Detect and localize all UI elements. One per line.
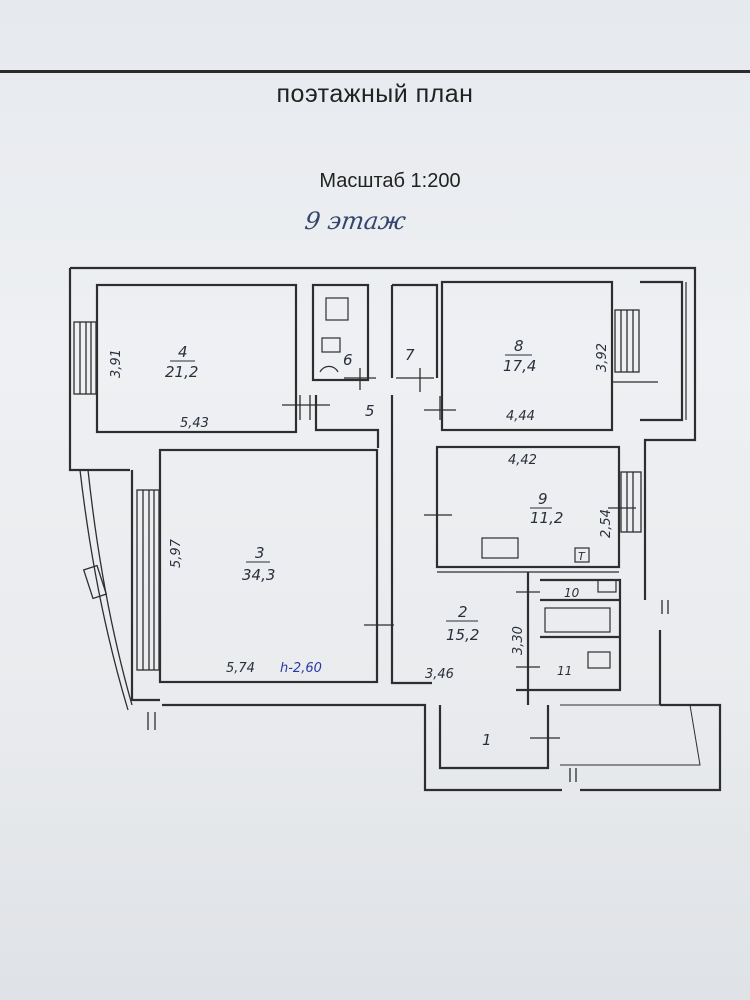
top-rule-line [0, 70, 750, 73]
bathtub-icon [325, 297, 349, 321]
room-9-number: 9 [538, 490, 548, 508]
room-8-number: 8 [514, 337, 524, 355]
windows [73, 309, 642, 671]
outer-wall-left [68, 268, 130, 472]
dim-r9-height: 2,54 [599, 509, 614, 538]
dim-r4-height: 3,91 [109, 349, 124, 378]
dim-r2-width: 3,46 [425, 667, 454, 682]
window-room-4 [73, 321, 97, 395]
room-3-area: 34,3 [242, 566, 275, 584]
plan-title: поэтажный план [276, 80, 474, 108]
window-room-3 [136, 489, 160, 671]
room-4-number: 4 [178, 343, 188, 361]
dimension-labels: 5,43 3,91 4,44 3,92 4,42 2,54 5,97 5,74 … [109, 343, 614, 682]
room-11-number: 11 [557, 664, 572, 678]
room-labels: 4 21,2 6 7 5 8 17,4 9 11,2 3 34,3 2 15,2… [165, 337, 586, 749]
room-6-number: 6 [343, 351, 353, 369]
boiler-symbol: T [578, 550, 586, 563]
outer-wall-bottom-right [580, 703, 722, 792]
window-room-9 [620, 471, 642, 533]
loggia-curve-inner [87, 469, 133, 706]
room-7-number: 7 [405, 346, 415, 364]
balcony-right-walls [640, 280, 684, 422]
room-3-number: 3 [255, 544, 265, 562]
corridor-5-walls [314, 395, 380, 448]
room-1-number: 1 [482, 731, 492, 749]
dim-r9-width: 4,42 [508, 453, 537, 468]
room-4-walls [95, 283, 298, 434]
stair-landing [560, 704, 701, 766]
fixtures [319, 297, 617, 669]
room-1-walls [438, 705, 550, 770]
corridor-walls-lower [390, 395, 432, 685]
toilet-room-11-icon [587, 651, 611, 669]
room-3-walls [158, 448, 379, 684]
room-2-number: 2 [458, 603, 468, 621]
sink-icon [321, 337, 341, 353]
room-9-area: 11,2 [530, 509, 563, 527]
room-8-area: 17,4 [503, 357, 536, 375]
boiler-box [574, 547, 590, 563]
door-marks [147, 368, 669, 782]
loggia-curve-outer [79, 469, 129, 711]
loggia-window [82, 564, 108, 600]
outer-wall-left-lower [130, 470, 160, 702]
walls [68, 266, 722, 792]
wet-rooms-walls [516, 578, 622, 692]
room-7-walls [392, 283, 439, 378]
room-8-walls [440, 280, 614, 432]
loggia-left [79, 469, 133, 711]
room-6-walls [311, 283, 370, 382]
scale-label: Масштаб 1:200 [319, 170, 461, 192]
room-4-area: 21,2 [165, 363, 198, 381]
dim-r2-height: 3,30 [511, 626, 526, 655]
dim-r8-width: 4,44 [506, 409, 535, 424]
room-5-number: 5 [365, 402, 375, 420]
dim-r3-width: 5,74 [226, 661, 255, 676]
dim-r3-height: 5,97 [169, 538, 184, 568]
outer-wall-top [70, 266, 697, 600]
stove-icon [481, 537, 519, 559]
dim-r8-height: 3,92 [595, 343, 610, 372]
ceiling-height-note: h-2,60 [280, 661, 322, 676]
room-10-number: 10 [564, 586, 580, 600]
outer-wall-bottom [162, 703, 562, 792]
dim-r4-width: 5,43 [180, 416, 209, 431]
bath-room-10-icon [544, 607, 611, 633]
toilet-icon [319, 365, 339, 373]
room-2-area: 15,2 [446, 626, 479, 644]
washer-icon [597, 579, 617, 593]
